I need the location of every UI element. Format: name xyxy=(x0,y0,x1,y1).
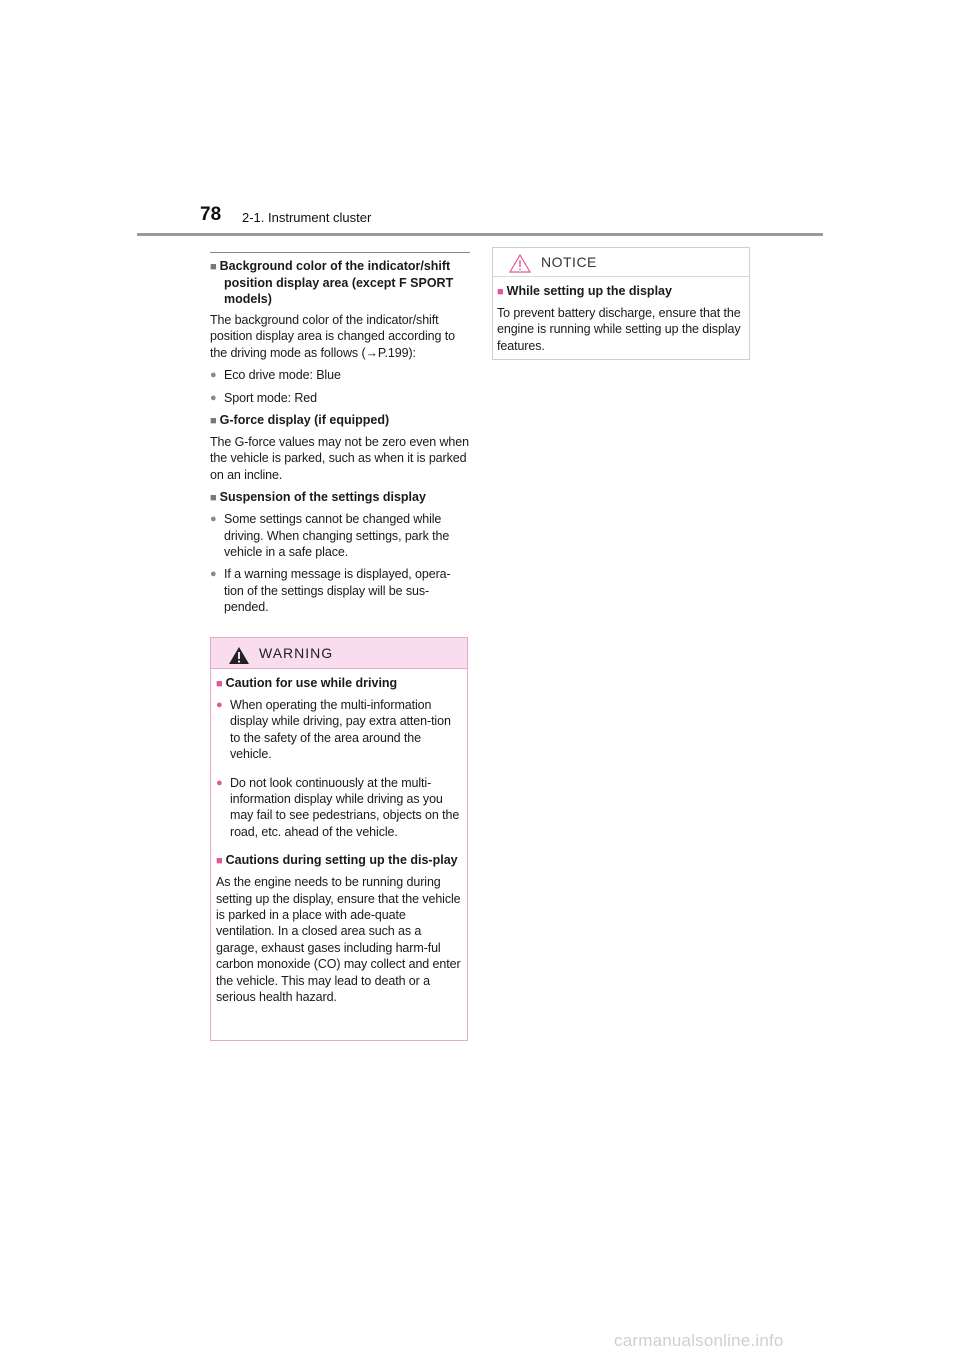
column-top-rule xyxy=(210,252,470,253)
list-item-text: Do not look continuously at the multi-in… xyxy=(230,775,460,839)
left-column: ■Background color of the indicator/shift… xyxy=(210,252,470,622)
notice-header: NOTICE xyxy=(493,248,749,277)
heading-caution-driving: ■Caution for use while driving xyxy=(216,675,461,692)
notice-body: ■While setting up the display To prevent… xyxy=(493,277,749,354)
heading-while-setting-up: ■While setting up the display xyxy=(497,283,743,300)
heading-cautions-setup: ■Cautions during setting up the dis-play xyxy=(216,852,461,869)
heading-text: Suspension of the settings display xyxy=(219,490,426,505)
list-item-text: Some settings cannot be changed while dr… xyxy=(224,512,450,560)
heading-suspension: ■Suspension of the settings display xyxy=(210,489,470,506)
heading-text: Cautions during setting up the dis-play xyxy=(225,853,458,868)
list-item: ● Do not look continuously at the multi-i… xyxy=(216,775,461,841)
square-bullet-icon: ■ xyxy=(210,492,217,505)
notice-triangle-icon xyxy=(509,254,531,273)
round-bullet-icon: ● xyxy=(210,369,217,382)
list-item-text: Eco drive mode: Blue xyxy=(224,368,341,383)
square-bullet-icon: ■ xyxy=(210,415,217,428)
paragraph-notice: To prevent battery discharge, ensure tha… xyxy=(497,306,741,353)
warning-box: WARNING ■Caution for use while driving ●… xyxy=(210,637,468,1041)
list-item: ● Sport mode: Red xyxy=(210,390,470,406)
warning-header: WARNING xyxy=(211,638,467,669)
heading-text: While setting up the display xyxy=(506,284,672,298)
square-bullet-icon: ■ xyxy=(216,855,223,868)
list-item-text: When operating the multi-information dis… xyxy=(230,698,451,762)
notice-title: NOTICE xyxy=(541,254,597,270)
list-item-text: Sport mode: Red xyxy=(224,390,317,405)
round-bullet-icon: ● xyxy=(210,568,217,581)
heading-text: G-force display (if equipped) xyxy=(219,413,390,428)
paragraph-background-color: The background color of the indicator/sh… xyxy=(210,313,455,360)
list-item: ● If a warning message is displayed, oper… xyxy=(210,566,470,615)
round-bullet-icon: ● xyxy=(210,513,217,526)
list-item: ● Eco drive mode: Blue xyxy=(210,367,470,383)
list-item: ● When operating the multi-information di… xyxy=(216,697,461,763)
list-item-text: If a warning message is displayed, opera… xyxy=(224,567,451,615)
round-bullet-icon: ● xyxy=(216,699,223,711)
notice-box: NOTICE ■While setting up the display To … xyxy=(492,247,750,360)
heading-g-force: ■G-force display (if equipped) xyxy=(210,412,470,429)
section-title: 2-1. Instrument cluster xyxy=(242,210,372,225)
list-item: ● Some settings cannot be changed while d… xyxy=(210,511,470,560)
paragraph-cautions-setup: As the engine needs to be running during… xyxy=(216,875,461,1005)
page-number: 78 xyxy=(200,204,222,225)
heading-text: Background color of the indicator/shift … xyxy=(219,259,454,306)
round-bullet-icon: ● xyxy=(216,776,223,789)
header-rule xyxy=(137,233,823,236)
heading-background-color: ■Background color of the indicator/shift… xyxy=(210,258,470,307)
heading-text: Caution for use while driving xyxy=(225,676,398,690)
round-bullet-icon: ● xyxy=(210,391,217,404)
warning-body: ■Caution for use while driving ●When ope… xyxy=(211,669,467,1006)
square-bullet-icon: ■ xyxy=(216,678,223,690)
paragraph-g-force: The G-force values may not be zero even … xyxy=(210,435,469,482)
warning-title: WARNING xyxy=(259,645,334,661)
square-bullet-icon: ■ xyxy=(210,261,217,273)
square-bullet-icon: ■ xyxy=(497,286,504,298)
warning-triangle-icon xyxy=(229,647,249,664)
footer-watermark: carmanualsonline.info xyxy=(614,1331,784,1350)
